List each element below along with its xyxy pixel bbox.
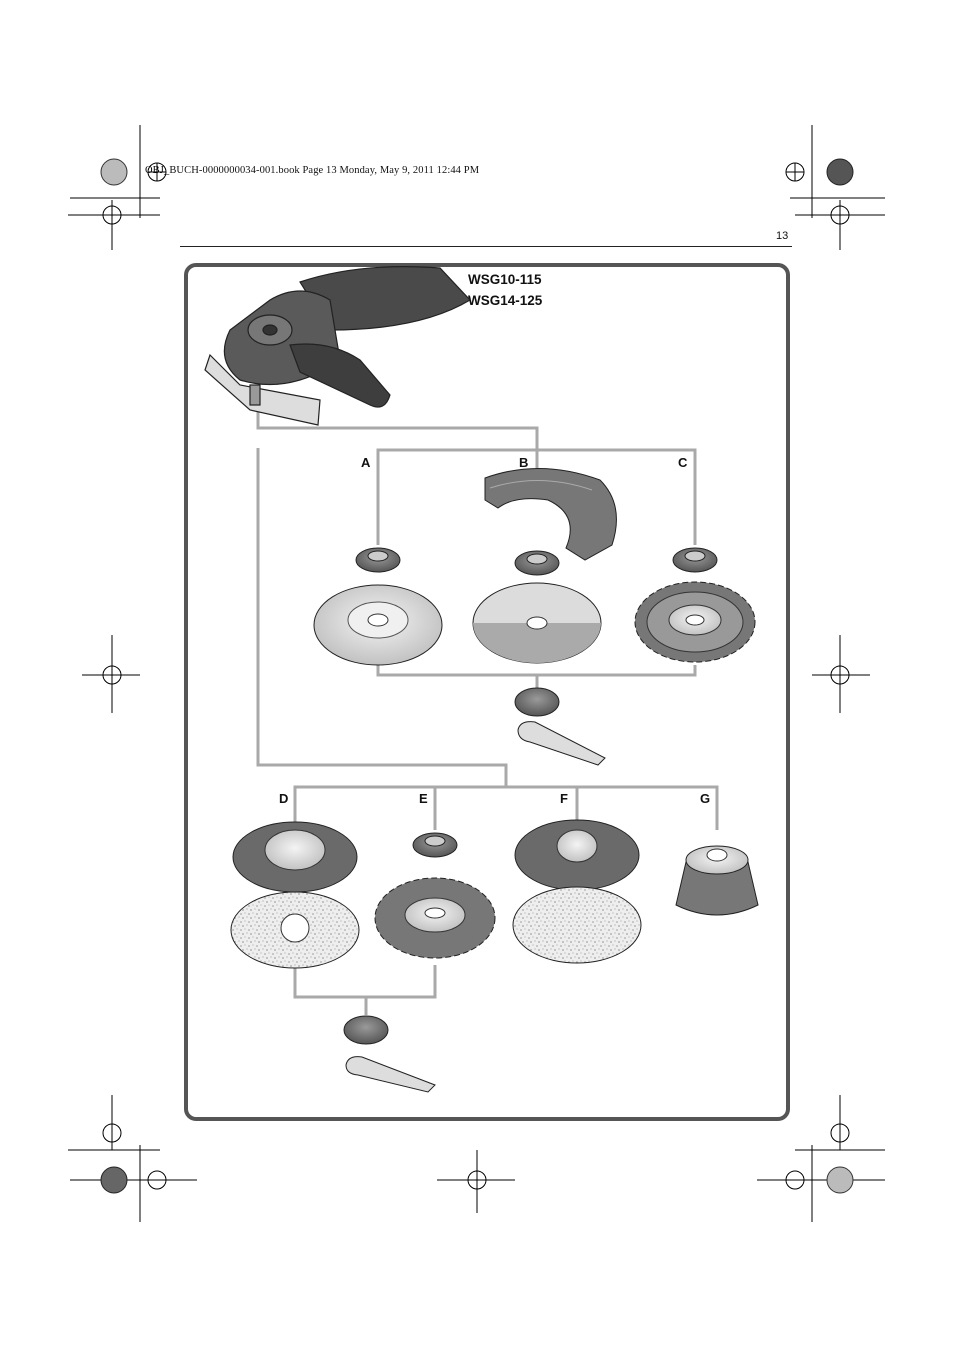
flange-nut-b: [514, 550, 560, 576]
connector-lines: [256, 400, 719, 1015]
angle-grinder: [204, 266, 471, 426]
wire-brush-e: [374, 877, 496, 959]
wire-brush-c: [634, 581, 756, 663]
header-rule: [180, 246, 792, 247]
flange-nut-c: [672, 547, 718, 573]
rubber-pad-f: [514, 819, 640, 891]
cutting-disc-b: [472, 582, 602, 664]
flange-nut-e: [412, 832, 458, 858]
color-bars: [100, 158, 854, 1194]
model-name-2: WSG14-125: [468, 293, 543, 308]
spanner-wrench-1: [514, 687, 606, 766]
label-e: E: [419, 791, 428, 806]
spanner-wrench-2: [343, 1015, 436, 1093]
sanding-disc-f: [512, 886, 642, 964]
sanding-disc-d: [230, 891, 360, 969]
label-d: D: [279, 791, 289, 806]
label-b: B: [519, 455, 529, 470]
label-f: F: [560, 791, 568, 806]
backing-pad-d: [232, 821, 358, 893]
grinding-disc-a: [313, 584, 443, 666]
cup-brush-g: [675, 845, 759, 916]
wheel-guard-b: [484, 467, 617, 561]
label-g: G: [700, 791, 711, 806]
label-a: A: [361, 455, 371, 470]
registration-marks: [68, 125, 885, 1222]
label-c: C: [678, 455, 688, 470]
illustration-frame: [184, 263, 790, 1121]
page-number: 13: [776, 230, 789, 242]
model-name-1: WSG10-115: [468, 272, 542, 287]
flange-nut-a: [355, 547, 401, 573]
book-info-line: OBJ_BUCH-0000000034-001.book Page 13 Mon…: [145, 165, 480, 176]
